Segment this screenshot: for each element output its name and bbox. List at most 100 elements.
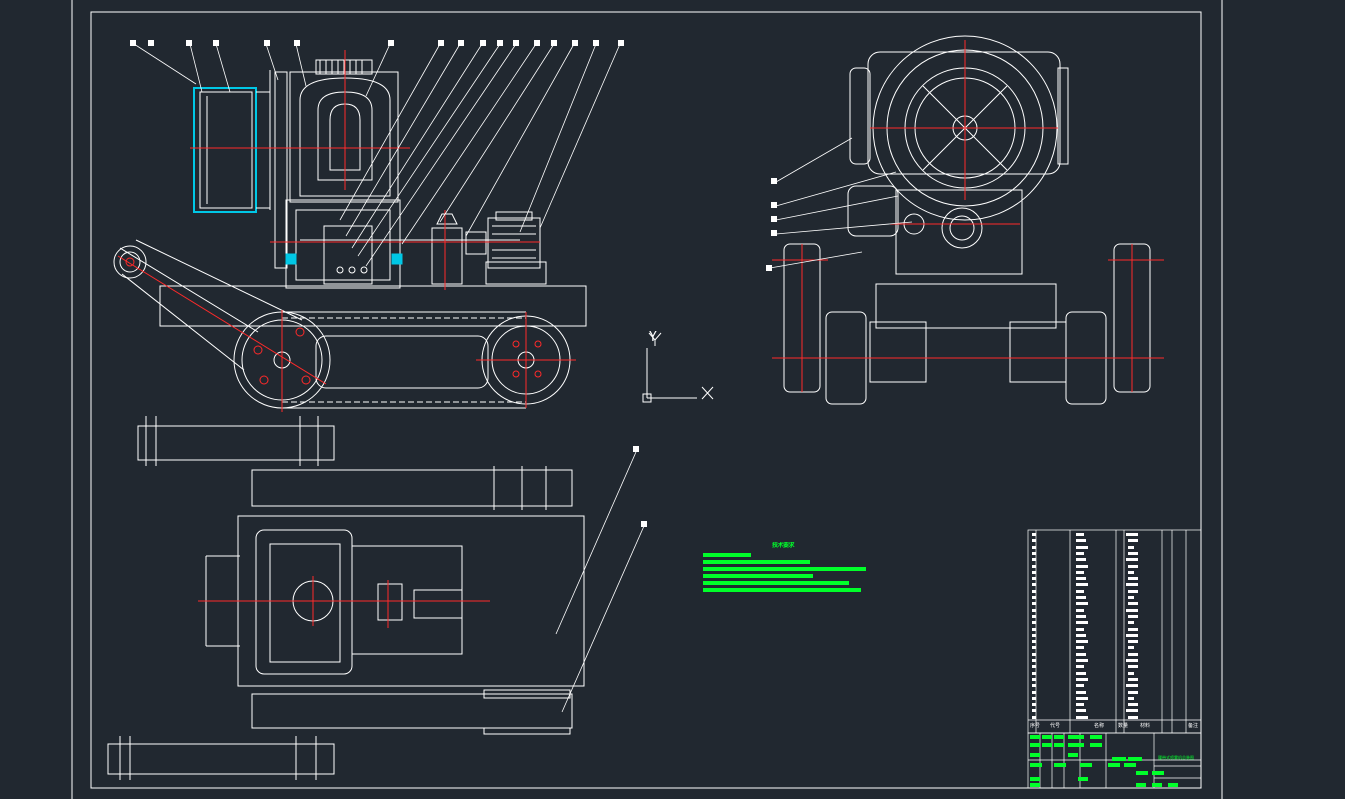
bom-row [1030, 564, 1199, 569]
bom-cell [1076, 646, 1084, 650]
bom-header-cell: 代号 [1050, 723, 1061, 729]
front-view [113, 59, 587, 409]
bom-cell [1128, 652, 1138, 656]
bom-cell [1076, 627, 1084, 631]
drawing-frame [90, 11, 1202, 789]
bom-cell [1076, 671, 1086, 675]
title-block-cell [1030, 783, 1040, 787]
part-balloon: 13 [534, 40, 540, 46]
top-center-lines [198, 576, 490, 628]
bom-row [1030, 545, 1199, 550]
bom-cell [1076, 545, 1088, 549]
side-center-lines [772, 40, 1164, 392]
bom-cell [1076, 608, 1084, 612]
bom-row [1030, 538, 1199, 543]
bom-row [1030, 633, 1199, 638]
bom-cell [1128, 665, 1138, 669]
bom-cell [1032, 633, 1036, 637]
tech-note-line: 3. 链条张紧适度，履带运行平稳 [703, 567, 866, 571]
bom-row [1030, 582, 1199, 587]
title-block: 履带式喷雾机总装图 [1028, 733, 1201, 788]
bom-cell [1128, 633, 1134, 637]
title-block-cell [1030, 763, 1042, 767]
bom-cell [1128, 533, 1134, 536]
bill-of-materials [1028, 530, 1201, 788]
title-block-cell [1112, 757, 1126, 761]
bom-cell [1076, 709, 1086, 713]
title-block-cell [1128, 757, 1142, 761]
bom-row [1030, 690, 1199, 695]
title-block-cell [1030, 753, 1040, 757]
bom-cell [1128, 640, 1138, 644]
part-balloon: 5 [264, 40, 270, 46]
bom-cell [1076, 633, 1086, 637]
bom-row [1030, 627, 1199, 632]
bom-cell [1076, 564, 1088, 568]
title-block-cell [1054, 763, 1066, 767]
bom-header-cell: 序号 [1030, 723, 1041, 729]
bom-cell [1128, 558, 1134, 562]
bom-cell [1032, 703, 1036, 707]
bom-row [1030, 608, 1199, 613]
title-block-cell [1080, 763, 1092, 767]
bom-cell [1128, 539, 1138, 543]
bom-cell [1128, 589, 1138, 593]
bom-cell [1032, 640, 1036, 644]
part-balloon: 16 [593, 40, 599, 46]
bom-row [1030, 589, 1199, 594]
bom-cell [1128, 602, 1138, 606]
title-block-cell [1042, 743, 1052, 747]
bom-cell [1032, 665, 1036, 669]
part-balloon: 10 [480, 40, 486, 46]
title-block-cell [1078, 777, 1088, 781]
bom-row [1030, 702, 1199, 707]
title-block-cell [1152, 771, 1164, 775]
side-view [783, 35, 1151, 405]
bom-cell [1128, 671, 1134, 675]
bom-cell [1076, 696, 1088, 700]
bom-cell [1128, 545, 1134, 549]
bom-cell [1032, 570, 1036, 574]
bom-cell [1076, 703, 1084, 707]
bom-cell [1076, 684, 1084, 688]
title-block-cell [1068, 753, 1078, 757]
part-balloon: 19 [771, 178, 777, 184]
part-balloon: 3 [186, 40, 192, 46]
title-block-cell [1168, 783, 1178, 787]
bom-row [1030, 664, 1199, 669]
bom-cell [1032, 596, 1036, 599]
part-balloon: 14 [551, 40, 557, 46]
ucs-icon [642, 332, 714, 403]
bom-cell [1128, 551, 1138, 555]
bom-cell [1128, 703, 1138, 707]
bom-row [1030, 671, 1199, 676]
part-balloon: 9 [458, 40, 464, 46]
bom-cell [1128, 577, 1138, 581]
title-block-cell [1108, 763, 1120, 767]
tech-note-line: 2. 各传动部件运转灵活无卡滞 [703, 560, 810, 564]
bom-cell [1032, 677, 1036, 681]
bom-header-cell: 数量 [1118, 723, 1129, 729]
bom-row [1030, 658, 1199, 663]
bom-cell [1076, 665, 1084, 669]
part-balloon: 18 [618, 40, 624, 46]
bom-cell [1128, 677, 1138, 681]
ucs-y-label: Y [649, 330, 657, 345]
bom-cell [1032, 551, 1036, 555]
title-block-cell [1090, 743, 1102, 747]
bom-cell [1032, 558, 1036, 562]
bom-cell [1076, 614, 1086, 618]
bom-row [1030, 620, 1199, 625]
bom-cell [1032, 696, 1036, 700]
title-block-cell [1152, 783, 1162, 787]
bom-cell [1032, 684, 1036, 688]
tech-note-line: 4. 电机与减速器安装同轴度符合要求 [703, 574, 813, 578]
title-block-cell [1124, 763, 1136, 767]
bom-cell [1032, 652, 1036, 656]
bom-cell [1128, 715, 1138, 719]
top-view [107, 416, 585, 780]
bom-cell [1128, 696, 1134, 700]
bom-row [1030, 614, 1199, 619]
part-balloon: 2 [148, 40, 154, 46]
